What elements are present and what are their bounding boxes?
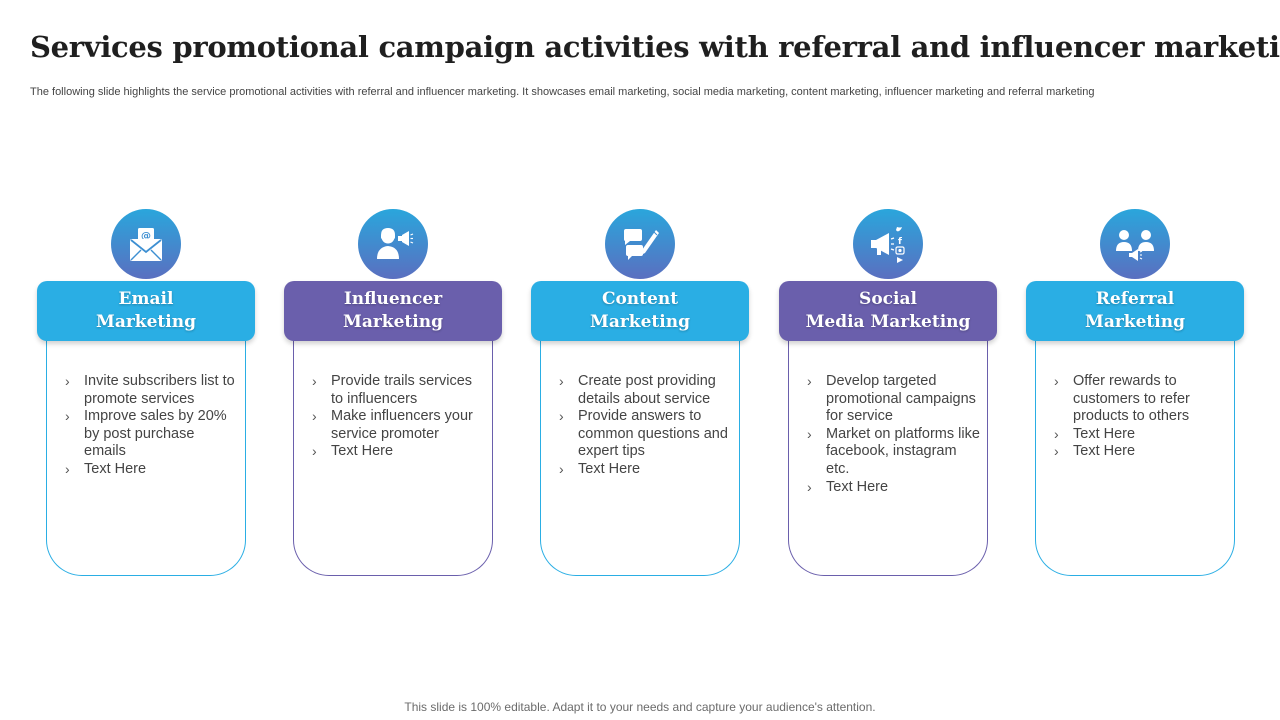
influencer-icon — [358, 209, 428, 279]
card-body: Develop targeted promotional campaigns f… — [788, 333, 988, 576]
card-title-line1: Content — [601, 289, 679, 309]
card-body: Offer rewards to customers to refer prod… — [1035, 333, 1235, 576]
card-body: Provide trails services to influencers M… — [293, 333, 493, 576]
card-header: Referral Marketing — [1026, 281, 1244, 341]
bullet-list: Invite subscribers list to promote servi… — [65, 373, 240, 479]
bullet-item: Text Here — [65, 461, 240, 479]
bullet-item: Text Here — [1054, 443, 1229, 461]
bullet-item: Text Here — [312, 443, 487, 461]
card-title-line2: Media Marketing — [805, 312, 971, 332]
card-social-media-marketing: f Social Media Marketing Develop targete… — [779, 209, 997, 577]
bullet-item: Make influencers your service promoter — [312, 408, 487, 443]
slide-title: Services promotional campaign activities… — [30, 30, 1280, 64]
bullet-item: Text Here — [559, 461, 734, 479]
bullet-list: Create post providing details about serv… — [559, 373, 734, 479]
card-body: Create post providing details about serv… — [540, 333, 740, 576]
card-influencer-marketing: Influencer Marketing Provide trails serv… — [284, 209, 502, 577]
bullet-item: Text Here — [1054, 426, 1229, 444]
slide-footer: This slide is 100% editable. Adapt it to… — [404, 700, 876, 714]
bullet-item: Develop targeted promotional campaigns f… — [807, 373, 982, 426]
svg-text:f: f — [898, 237, 902, 247]
card-title-line2: Marketing — [590, 312, 690, 332]
bullet-item: Offer rewards to customers to refer prod… — [1054, 373, 1229, 426]
bullet-item: Create post providing details about serv… — [559, 373, 734, 408]
card-body: Invite subscribers list to promote servi… — [46, 333, 246, 576]
bullet-item: Text Here — [807, 479, 982, 497]
card-header: Email Marketing — [37, 281, 255, 341]
social-media-megaphone-icon: f — [853, 209, 923, 279]
bullet-list: Provide trails services to influencers M… — [312, 373, 487, 461]
card-referral-marketing: Referral Marketing Offer rewards to cust… — [1026, 209, 1244, 577]
card-header: Content Marketing — [531, 281, 749, 341]
card-title-line2: Marketing — [1085, 312, 1185, 332]
card-email-marketing: @ Email Marketing Invite subscribers lis… — [37, 209, 255, 577]
slide-subtitle: The following slide highlights the servi… — [30, 86, 1095, 98]
email-icon: @ — [111, 209, 181, 279]
card-title-line1: Referral — [1095, 289, 1175, 309]
bullet-list: Offer rewards to customers to refer prod… — [1054, 373, 1229, 461]
bullet-item: Provide trails services to influencers — [312, 373, 487, 408]
card-header: Influencer Marketing — [284, 281, 502, 341]
card-title-line2: Marketing — [343, 312, 443, 332]
referral-users-icon — [1100, 209, 1170, 279]
svg-text:@: @ — [141, 231, 151, 242]
bullet-item: Provide answers to common questions and … — [559, 408, 734, 461]
card-title-line1: Email — [118, 289, 174, 309]
card-title-line1: Social — [859, 289, 917, 309]
card-title-line2: Marketing — [96, 312, 196, 332]
bullet-list: Develop targeted promotional campaigns f… — [807, 373, 982, 496]
content-chat-pen-icon — [605, 209, 675, 279]
card-title-line1: Influencer — [343, 289, 443, 309]
card-content-marketing: Content Marketing Create post providing … — [531, 209, 749, 577]
bullet-item: Improve sales by 20% by post purchase em… — [65, 408, 240, 461]
bullet-item: Market on platforms like facebook, insta… — [807, 426, 982, 479]
bullet-item: Invite subscribers list to promote servi… — [65, 373, 240, 408]
card-header: Social Media Marketing — [779, 281, 997, 341]
